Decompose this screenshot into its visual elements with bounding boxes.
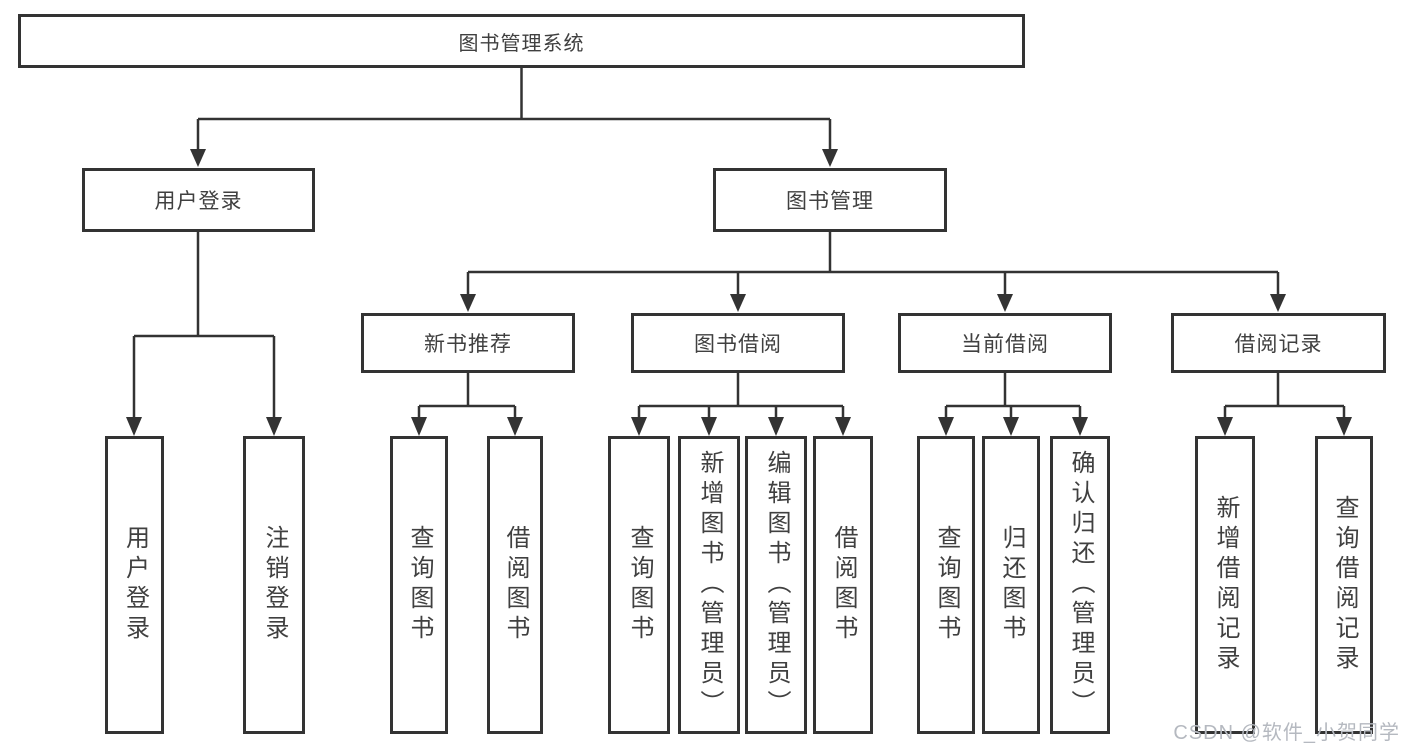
node-label: 图书管理 (786, 190, 874, 213)
leaf-label: 注销登录 (261, 525, 288, 645)
arrowhead (938, 417, 954, 436)
connector-borrowing-records-to-leaves (1217, 373, 1352, 436)
leaf-label: 查询图书 (406, 525, 433, 645)
node-current-borrowing: 当前借阅 (898, 313, 1112, 373)
leaf-label: 新增图书（管理员） (696, 450, 723, 720)
node-borrowing-records: 借阅记录 (1171, 313, 1386, 373)
csdn-watermark: CSDN @软件_小贺同学 (1173, 722, 1400, 744)
arrowhead (190, 149, 206, 167)
leaf-query-borrow-record: 查询借阅记录 (1315, 436, 1373, 734)
arrowhead (1003, 417, 1019, 436)
leaf-logout: 注销登录 (243, 436, 305, 734)
leaf-edit-books-admin: 编辑图书（管理员） (745, 436, 807, 734)
connector-user-login-to-leaves (126, 232, 282, 436)
leaf-query-books-new: 查询图书 (390, 436, 448, 734)
leaf-label: 编辑图书（管理员） (763, 450, 790, 720)
leaf-borrow-books-new: 借阅图书 (487, 436, 543, 734)
node-label: 当前借阅 (961, 333, 1049, 356)
arrowhead (1217, 417, 1233, 436)
arrowhead (768, 417, 784, 436)
node-label: 图书借阅 (694, 333, 782, 356)
leaf-add-borrow-record: 新增借阅记录 (1195, 436, 1255, 734)
connector-new-books-to-leaves (411, 373, 523, 436)
leaf-confirm-return-admin: 确认归还（管理员） (1050, 436, 1110, 734)
leaf-label: 查询图书 (626, 525, 653, 645)
leaf-query-books-current: 查询图书 (917, 436, 975, 734)
node-book-management: 图书管理 (713, 168, 947, 232)
arrowhead (266, 417, 282, 436)
node-label: 图书管理系统 (458, 32, 585, 55)
node-book-borrowing: 图书借阅 (631, 313, 845, 373)
connector-root-to-level2 (190, 68, 838, 167)
node-user-login: 用户登录 (82, 168, 315, 232)
arrowhead (507, 417, 523, 436)
arrowhead (411, 417, 427, 436)
leaf-label: 查询图书 (933, 525, 960, 645)
leaf-return-books: 归还图书 (982, 436, 1040, 734)
leaf-label: 确认归还（管理员） (1067, 450, 1094, 720)
leaf-label: 归还图书 (998, 525, 1025, 645)
node-label: 用户登录 (154, 190, 243, 213)
leaf-label: 用户登录 (121, 525, 149, 645)
arrowhead (1270, 294, 1286, 312)
leaf-label: 查询借阅记录 (1331, 495, 1358, 675)
arrowhead (822, 149, 838, 167)
leaf-add-books-admin: 新增图书（管理员） (678, 436, 740, 734)
node-label: 新书推荐 (424, 333, 512, 356)
arrowhead (730, 294, 746, 312)
arrowhead (1072, 417, 1088, 436)
leaf-query-books-borrow: 查询图书 (608, 436, 670, 734)
leaf-label: 借阅图书 (830, 525, 857, 645)
node-label: 借阅记录 (1234, 333, 1323, 356)
arrowhead (997, 294, 1013, 312)
connector-book-management-to-level3 (460, 232, 1286, 312)
leaf-user-login: 用户登录 (105, 436, 164, 734)
arrowhead (1336, 417, 1352, 436)
arrowhead (126, 417, 142, 436)
leaf-label: 借阅图书 (502, 525, 529, 645)
arrowhead (835, 417, 851, 436)
node-new-book-recommendation: 新书推荐 (361, 313, 575, 373)
arrowhead (460, 294, 476, 312)
leaf-label: 新增借阅记录 (1212, 495, 1239, 675)
arrowhead (631, 417, 647, 436)
node-library-system: 图书管理系统 (18, 14, 1025, 68)
connector-current-borrowing-to-leaves (938, 373, 1088, 436)
connector-book-borrowing-to-leaves (631, 373, 851, 436)
leaf-borrow-books: 借阅图书 (813, 436, 873, 734)
arrowhead (701, 417, 717, 436)
